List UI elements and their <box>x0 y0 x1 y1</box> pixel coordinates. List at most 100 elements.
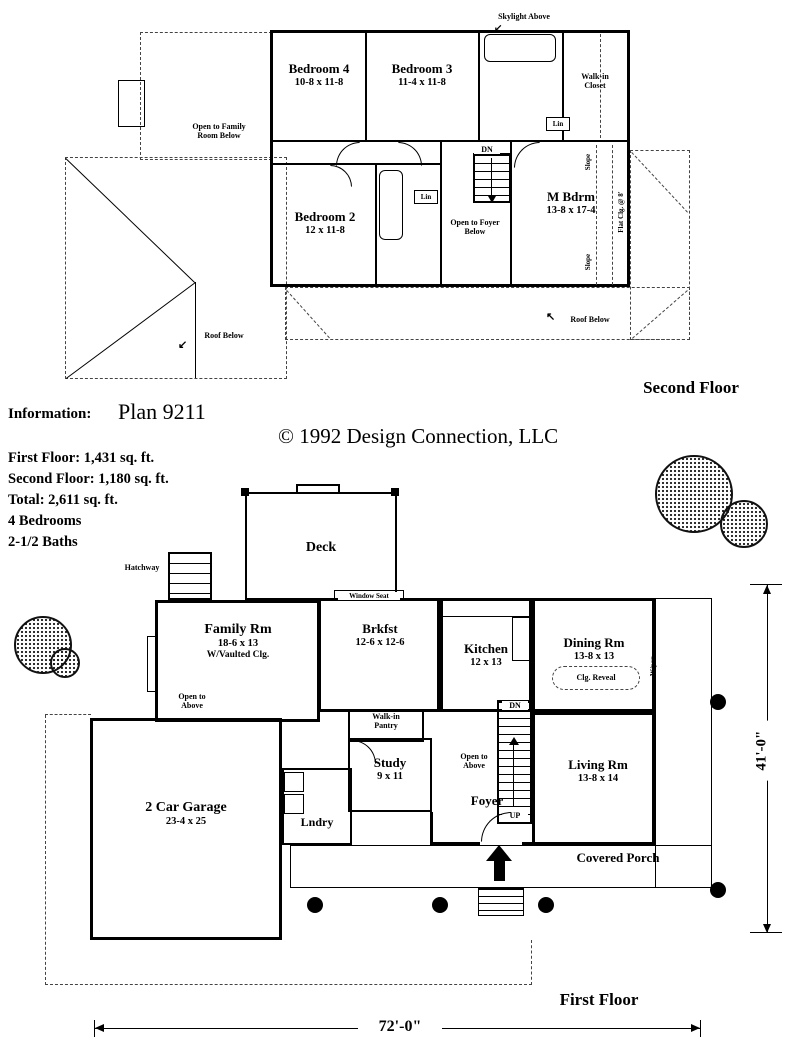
room-size: 11-4 x 11-8 <box>398 76 446 88</box>
garage-label: 2 Car Garage 23-4 x 25 <box>112 800 260 828</box>
porch-outline <box>290 845 712 888</box>
wall <box>375 163 377 287</box>
room-name: M Bdrm <box>546 189 596 204</box>
porch-column <box>710 694 726 710</box>
room-name: Living Rm <box>568 757 628 772</box>
room-name: Brkfst <box>362 621 398 636</box>
room-name: 2 Car Garage <box>145 800 227 815</box>
study-label: Study 9 x 11 <box>358 755 422 783</box>
linen-closet-label: Lin <box>546 117 570 131</box>
stair-arrow-down-icon <box>488 196 496 203</box>
breakfast-label: Brkfst 12-6 x 12-6 <box>330 621 430 649</box>
wall <box>510 140 512 287</box>
room-name: Bedroom 2 <box>294 209 356 224</box>
hatchway-bulkhead <box>168 552 212 600</box>
second-floor-title: Second Floor <box>643 378 739 397</box>
dimension-arrow-icon <box>763 924 771 933</box>
dimension-arrow-icon <box>95 1024 104 1032</box>
bathtub <box>379 170 403 240</box>
open-to-above-label: Open to Above <box>178 692 206 711</box>
room-size: 12-6 x 12-6 <box>355 636 405 648</box>
roof-ridge-line <box>195 282 196 378</box>
room-size: 10-8 x 11-8 <box>294 76 344 88</box>
skylight-label: Skylight Above <box>498 12 550 21</box>
stairs-first-floor <box>497 700 532 824</box>
dining-room-label: Dining Rm 13-8 x 13 <box>540 635 648 663</box>
bedroom2-label: Bedroom 2 12 x 11-8 <box>276 209 374 237</box>
stairs-dn-label: DN <box>474 145 500 155</box>
driveway-line <box>531 940 532 985</box>
second-floor-sqft: Second Floor: 1,180 sq. ft. <box>8 471 169 487</box>
arrow-nw-icon: ↖ <box>546 311 556 323</box>
dimension-arrow-icon <box>691 1024 700 1032</box>
kitchen-label: Kitchen 12 x 13 <box>446 641 526 669</box>
hatchway-label: Hatchway <box>124 563 160 572</box>
deck-post <box>391 488 399 496</box>
study-walls <box>348 738 432 812</box>
copyright-line: © 1992 Design Connection, LLC <box>278 424 559 448</box>
first-floor-title: First Floor <box>559 990 639 1009</box>
stair-arrow-line <box>491 158 492 196</box>
dimension-tick <box>94 1020 95 1037</box>
room-size: 12 x 13 <box>470 656 502 668</box>
dining-walls <box>532 598 655 712</box>
laundry-appliance <box>284 794 304 814</box>
pantry-walls <box>348 710 424 742</box>
width-dimension-label: 72'-0" <box>358 1018 442 1037</box>
roof-below-label: Roof Below <box>570 315 610 324</box>
kitchen-counter <box>442 600 530 617</box>
dimension-tick <box>700 1020 701 1037</box>
room-size: 13-8 x 13 <box>573 650 615 662</box>
bathtub <box>484 34 556 62</box>
total-sqft: Total: 2,611 sq. ft. <box>8 492 118 508</box>
room-note: W/Vaulted Clg. <box>206 650 270 661</box>
ceiling-slope-line <box>596 145 597 285</box>
deck-step <box>296 484 340 494</box>
roof-below-label: Roof Below <box>204 331 244 340</box>
bedroom4-label: Bedroom 4 10-8 x 11-8 <box>272 61 366 89</box>
stair-arrow-up-icon <box>509 737 519 745</box>
bath-count: 2-1/2 Baths <box>8 534 78 550</box>
room-size: 13-8 x 17-4 <box>546 204 596 216</box>
driveway-line <box>45 714 91 715</box>
garage-walls <box>90 718 282 940</box>
master-bedroom-label: M Bdrm 13-8 x 17-4 <box>518 189 624 217</box>
room-size: 23-4 x 25 <box>165 816 207 828</box>
driveway-line <box>45 715 46 985</box>
stairs-dn-label: DN <box>502 701 528 711</box>
laundry-label: Lndry <box>300 815 334 829</box>
breakfast-walls <box>318 598 440 712</box>
room-size: 18-6 x 13 <box>217 638 259 650</box>
entry-arrow-icon <box>486 845 512 861</box>
roof-outline <box>285 287 690 340</box>
wall <box>562 30 564 140</box>
living-room-label: Living Rm 13-8 x 14 <box>548 757 648 785</box>
kitchen-counter <box>512 617 530 661</box>
room-name: Bedroom 4 <box>288 61 350 76</box>
covered-porch-label: Covered Porch <box>576 850 660 865</box>
deck-label: Deck <box>305 540 337 555</box>
room-name: Bedroom 3 <box>391 61 453 76</box>
plan-number: Plan 9211 <box>118 399 206 424</box>
front-wall <box>432 842 480 845</box>
stairs-second-floor <box>473 153 511 203</box>
second-floor-exterior-wall <box>270 30 630 287</box>
linen-closet-label: Lin <box>414 190 438 204</box>
stair-arrow-line <box>513 745 514 807</box>
ceiling-reveal-label: Clg. Reveal <box>552 666 640 690</box>
bedroom3-label: Bedroom 3 11-4 x 11-8 <box>370 61 474 89</box>
laundry-walls <box>282 768 352 845</box>
window-seat-label: Window Seat <box>338 592 400 601</box>
front-wall <box>522 842 534 845</box>
room-name: Study <box>373 755 407 770</box>
room-size: 13-8 x 14 <box>577 772 619 784</box>
dimension-tick <box>750 584 782 585</box>
first-floor-sqft: First Floor: 1,431 sq. ft. <box>8 450 155 466</box>
stairs-up-label: UP <box>502 811 528 821</box>
arrow-sw-icon: ↙ <box>494 23 503 34</box>
open-to-foyer-label: Open to Foyer Below <box>450 218 500 237</box>
driveway-line <box>45 984 532 985</box>
dimension-arrow-icon <box>763 585 771 594</box>
